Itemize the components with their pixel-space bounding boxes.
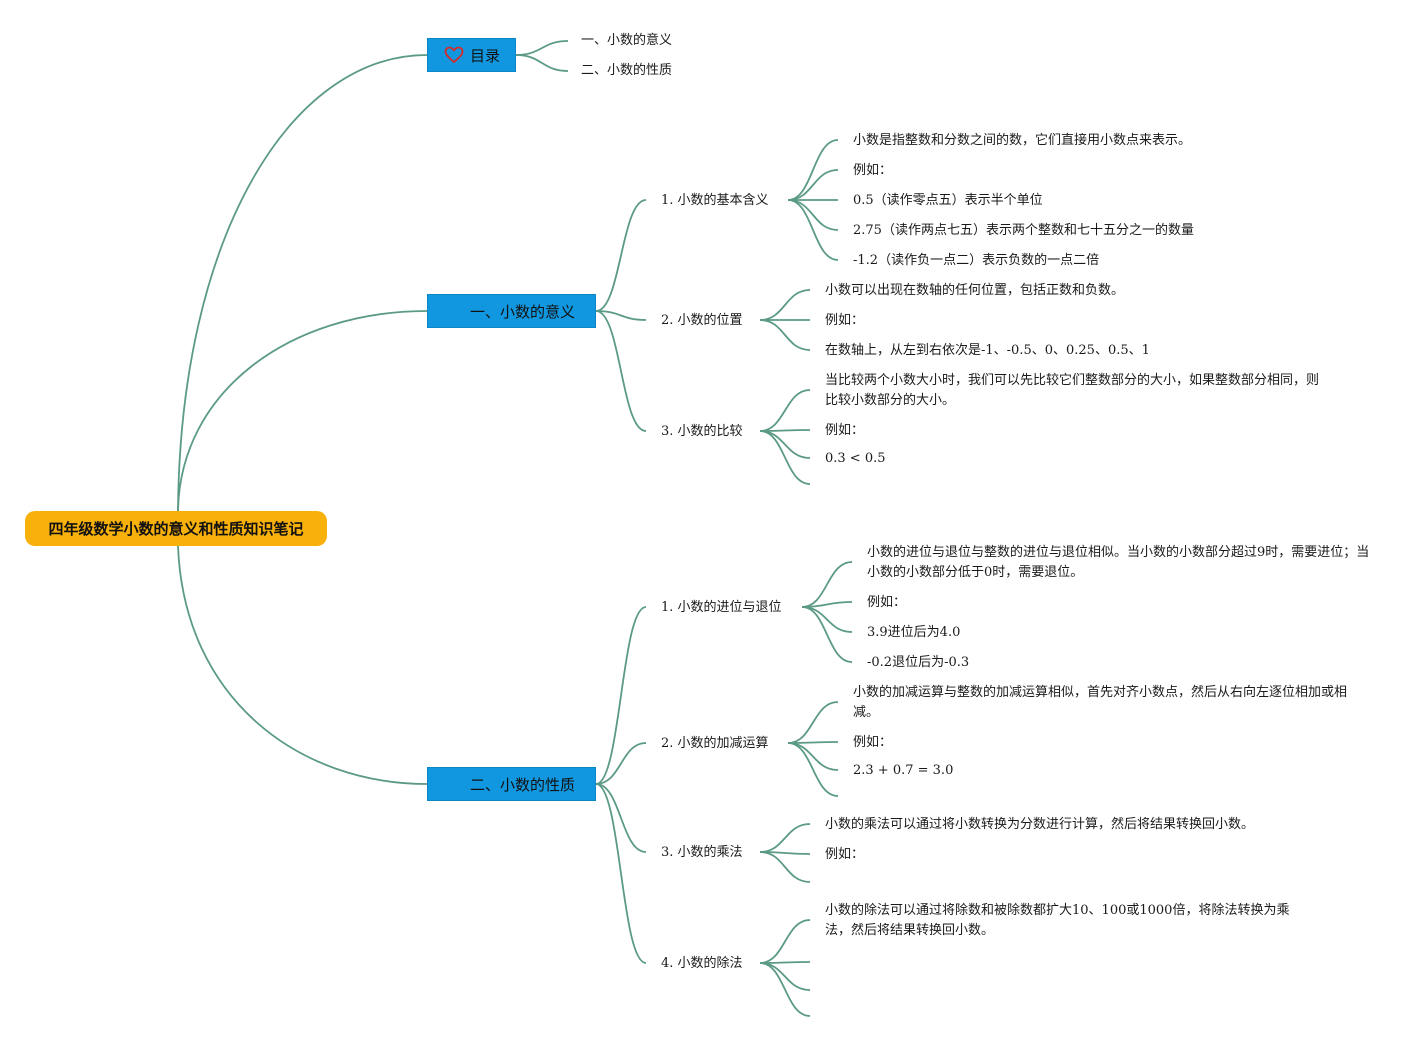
leaf-comparison-example-1: 0.3 < 0.5 (825, 451, 886, 466)
heart-icon (444, 46, 464, 64)
leaf-mult-definition: 小数的乘法可以通过将小数转换为分数进行计算，然后将结果转换回小数。 (825, 817, 1255, 832)
link-comparison-1 (759, 429, 811, 432)
link-division-1 (759, 961, 811, 964)
link-section2-3 (595, 783, 647, 964)
leaf-division-definition: 小数的除法可以通过将除数和被除数都扩大10、100或1000倍，将除法转换为乘法… (825, 903, 1290, 938)
link-mult-2 (759, 851, 811, 883)
link-carry-3 (801, 606, 853, 663)
link-section1-1 (595, 310, 647, 321)
link-section2-2 (595, 783, 647, 853)
link-toc-1 (515, 54, 569, 72)
link-section2-0 (595, 606, 647, 785)
link-basic-3 (787, 199, 839, 231)
link-basic-0 (787, 139, 839, 201)
section-meaning-label: 一、小数的意义 (470, 302, 576, 321)
link-carry-0 (801, 561, 853, 608)
leaf-position-example-label: 例如： (825, 313, 865, 328)
link-position-2 (759, 319, 811, 351)
root-title: 四年级数学小数的意义和性质知识笔记 (48, 520, 304, 538)
leaf-basic-example-label: 例如： (853, 163, 893, 178)
link-division-0 (759, 919, 811, 964)
link-addsub-0 (787, 701, 839, 744)
toc-item-1[interactable]: 一、小数的意义 (581, 33, 673, 48)
section-properties-node[interactable]: 二、小数的性质 (427, 767, 596, 801)
leaf-basic-example-2: 2.75（读作两点七五）表示两个整数和七十五分之一的数量 (853, 223, 1194, 238)
link-mult-0 (759, 823, 811, 853)
link-comparison-2 (759, 430, 811, 459)
section-meaning-node[interactable]: 一、小数的意义 (427, 294, 596, 328)
link-basic-1 (787, 169, 839, 201)
leaf-addsub-definition: 小数的加减运算与整数的加减运算相似，首先对齐小数点，然后从右向左逐位相加或相减。 (853, 685, 1348, 720)
leaf-carry-example-2: -0.2退位后为-0.3 (867, 655, 970, 670)
topic-add-subtract[interactable]: 2. 小数的加减运算 (661, 736, 769, 751)
toc-label: 目录 (470, 46, 501, 65)
link-section2-1 (595, 742, 647, 785)
leaf-position-example-1: 在数轴上，从左到右依次是-1、-0.5、0、0.25、0.5、1 (825, 343, 1150, 358)
link-addsub-1 (787, 741, 839, 744)
link-toc-0 (515, 40, 569, 56)
leaf-carry-example-label: 例如： (867, 595, 907, 610)
link-root-toc (177, 54, 428, 512)
topic-division[interactable]: 4. 小数的除法 (661, 956, 743, 971)
leaf-comparison-definition: 当比较两个小数大小时，我们可以先比较它们整数部分的大小，如果整数部分相同，则比较… (825, 373, 1320, 408)
leaf-basic-definition: 小数是指整数和分数之间的数，它们直接用小数点来表示。 (853, 133, 1192, 148)
leaf-addsub-example-label: 例如： (853, 735, 893, 750)
link-addsub-2 (787, 742, 839, 771)
link-section1-2 (595, 310, 647, 432)
link-basic-4 (787, 199, 839, 261)
link-root-section2 (177, 545, 428, 785)
toc-item-2[interactable]: 二、小数的性质 (581, 63, 673, 78)
link-section1-0 (595, 199, 647, 312)
link-position-0 (759, 289, 811, 321)
link-root-section1 (177, 310, 428, 512)
root-topic[interactable]: 四年级数学小数的意义和性质知识笔记 (25, 511, 327, 546)
leaf-addsub-example-1: 2.3 + 0.7 = 3.0 (853, 763, 954, 778)
link-carry-2 (801, 606, 853, 633)
toc-node[interactable]: 目录 (427, 38, 516, 72)
leaf-carry-example-1: 3.9进位后为4.0 (867, 625, 961, 640)
topic-position[interactable]: 2. 小数的位置 (661, 313, 743, 328)
topic-carry-borrow[interactable]: 1. 小数的进位与退位 (661, 600, 782, 615)
topic-comparison[interactable]: 3. 小数的比较 (661, 424, 743, 439)
link-division-2 (759, 962, 811, 991)
topic-basic-meaning[interactable]: 1. 小数的基本含义 (661, 193, 769, 208)
section-properties-label: 二、小数的性质 (470, 775, 576, 794)
leaf-basic-example-3: -1.2（读作负一点二）表示负数的一点二倍 (853, 253, 1100, 268)
leaf-mult-example-label: 例如： (825, 847, 865, 862)
link-comparison-0 (759, 389, 811, 432)
leaf-basic-example-1: 0.5（读作零点五）表示半个单位 (853, 193, 1043, 208)
link-division-3 (759, 962, 811, 1017)
link-comparison-3 (759, 430, 811, 485)
leaf-carry-definition: 小数的进位与退位与整数的进位与退位相似。当小数的小数部分超过9时，需要进位；当小… (867, 545, 1370, 580)
topic-multiplication[interactable]: 3. 小数的乘法 (661, 845, 743, 860)
link-addsub-3 (787, 742, 839, 797)
leaf-comparison-example-label: 例如： (825, 423, 865, 438)
leaf-position-definition: 小数可以出现在数轴的任何位置，包括正数和负数。 (825, 283, 1125, 298)
